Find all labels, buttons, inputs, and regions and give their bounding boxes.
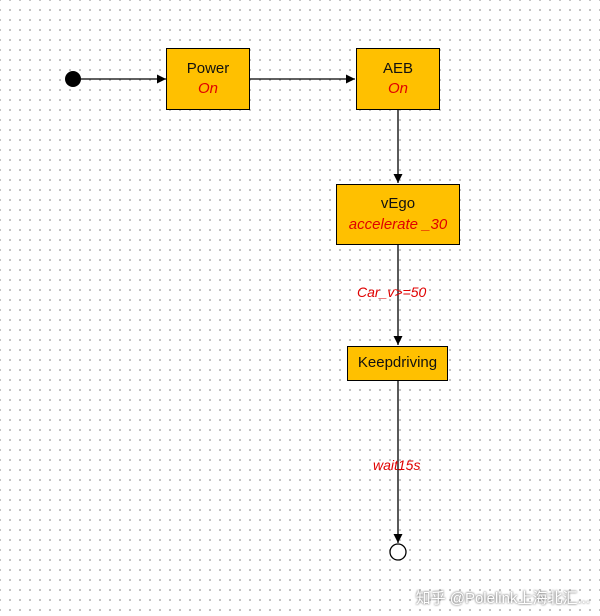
watermark-text: 知乎 @Polelink上海北汇... — [415, 590, 590, 607]
transition-label-car-v[interactable]: Car_v>=50 — [357, 284, 427, 300]
vego-node-title: vEgo — [380, 195, 416, 213]
vego-state-node[interactable]: vEgo accelerate _30 — [336, 184, 460, 245]
power-node-state: On — [197, 80, 218, 97]
keepdriving-state-node[interactable]: Keepdriving — [347, 346, 448, 381]
power-state-node[interactable]: Power On — [166, 48, 250, 110]
transition-label-wait[interactable]: wait15s — [373, 457, 421, 473]
aeb-state-node[interactable]: AEB On — [356, 48, 440, 110]
power-node-title: Power — [186, 59, 230, 77]
aeb-node-title: AEB — [382, 59, 413, 77]
initial-state-dot[interactable] — [65, 71, 81, 87]
vego-node-state: accelerate _30 — [348, 215, 448, 233]
aeb-node-state: On — [387, 80, 408, 97]
final-state-circle[interactable] — [389, 543, 407, 561]
keepdriving-node-title: Keepdriving — [357, 354, 438, 372]
